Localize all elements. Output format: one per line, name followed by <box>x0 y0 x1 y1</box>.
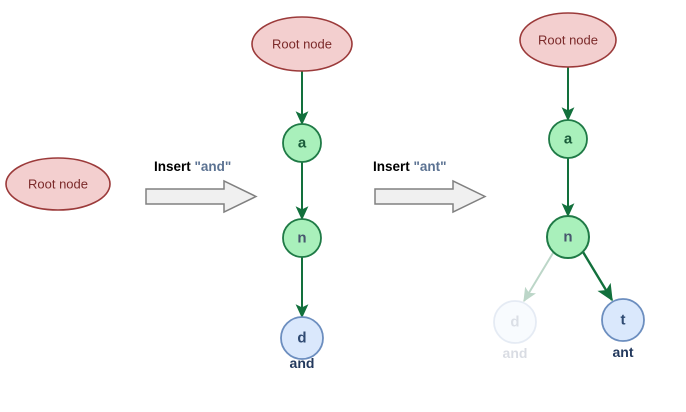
stage2-node-n-label: n <box>297 230 306 247</box>
stage3-node-a-circle <box>548 119 588 159</box>
arrow1-caption-prefix: Insert <box>154 159 195 174</box>
stage2-node-d-label: d <box>297 330 306 347</box>
stage3-node-n-label: n <box>563 229 572 246</box>
stage1-root-label: Root node <box>28 177 88 192</box>
stage-1-empty-trie: Root node <box>5 157 111 211</box>
stage3-word-label-and: and <box>503 345 528 361</box>
stage2-node-n-circle <box>282 218 322 258</box>
stage3-edge-n-d <box>523 252 554 303</box>
stage3-node-d-label: d <box>510 314 519 331</box>
arrow1-block-arrow-icon <box>145 179 258 214</box>
stage2-word-label-and: and <box>290 355 315 371</box>
stage3-root-ellipse <box>519 12 617 68</box>
stage3-node-a-label: a <box>564 131 573 148</box>
arrow1-caption: Insert "and" <box>154 159 231 174</box>
arrow2-caption: Insert "ant" <box>373 159 447 174</box>
stage3-word-label-ant: ant <box>613 344 634 360</box>
stage3-root-label: Root node <box>538 33 598 48</box>
stage2-node-d-circle <box>280 316 324 360</box>
stage2-node-a-label: a <box>298 135 307 152</box>
stage3-node-t-circle <box>601 298 645 342</box>
arrow2-caption-prefix: Insert <box>373 159 414 174</box>
stage3-edge-n-t <box>581 251 614 302</box>
arrow2-caption-quoted: "ant" <box>414 159 447 174</box>
stage2-node-a-circle <box>282 123 322 163</box>
stage-2-trie-and: Root node a n d and <box>251 16 353 371</box>
stage3-node-t-label: t <box>621 312 626 329</box>
transition-arrow-1: Insert "and" <box>145 159 258 214</box>
stage3-node-d-group: d and <box>493 300 537 361</box>
stage1-root-ellipse <box>5 157 111 211</box>
stage3-node-n-circle <box>546 215 590 259</box>
stage2-root-ellipse <box>251 16 353 72</box>
arrow2-block-arrow-icon <box>374 179 487 214</box>
stage3-node-d-circle <box>493 300 537 344</box>
transition-arrow-2: Insert "ant" <box>373 159 487 214</box>
stage-3-trie-ant: Root node a n d and t ant <box>493 12 645 361</box>
arrow1-caption-quoted: "and" <box>195 159 232 174</box>
stage2-root-label: Root node <box>272 37 332 52</box>
